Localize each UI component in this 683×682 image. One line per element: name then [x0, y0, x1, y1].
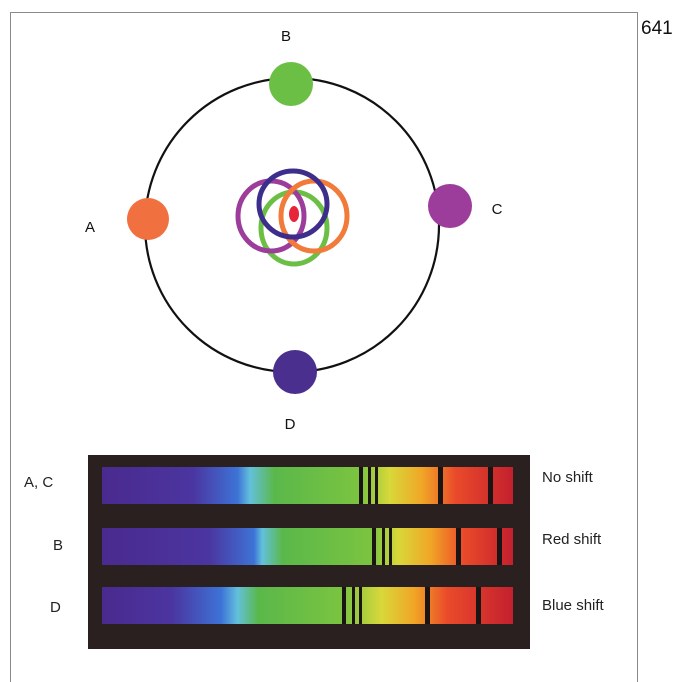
absorption-line	[368, 467, 371, 504]
absorption-line	[359, 467, 363, 504]
shift-label-none: No shift	[542, 469, 593, 486]
absorption-line	[359, 587, 362, 624]
shift-label-red: Red shift	[542, 531, 602, 548]
page-number: 641	[641, 18, 673, 39]
spectrum-blue-shift	[102, 587, 513, 624]
planet-d	[273, 350, 317, 394]
planet-c	[428, 184, 472, 228]
label-b: B	[281, 28, 291, 45]
spectrum-no-shift	[102, 467, 513, 504]
absorption-line	[476, 587, 481, 624]
wobble-loop-violet	[256, 168, 330, 240]
spectrum-row-label-d: D	[50, 599, 61, 616]
figure-frame	[10, 12, 638, 682]
planet-a	[127, 198, 169, 240]
label-c: C	[492, 201, 503, 218]
absorption-line	[456, 528, 461, 565]
absorption-line	[342, 587, 346, 624]
absorption-line	[497, 528, 502, 565]
spectra-panel	[88, 455, 530, 649]
absorption-line	[382, 528, 385, 565]
spectrum-row-label-b: B	[53, 537, 64, 554]
label-a: A	[85, 219, 95, 236]
absorption-line	[372, 528, 376, 565]
absorption-line	[389, 528, 392, 565]
absorption-line	[438, 467, 443, 504]
spectrum-red-shift	[102, 528, 513, 565]
absorption-line	[425, 587, 430, 624]
absorption-line	[352, 587, 355, 624]
star-wobble-loops	[235, 168, 350, 267]
planet-b	[269, 62, 313, 106]
absorption-line	[488, 467, 493, 504]
star-center	[289, 206, 299, 222]
spectrum-row-label-ac: A, C	[24, 474, 54, 491]
absorption-line	[375, 467, 378, 504]
orbit-circle	[143, 76, 441, 374]
orbit-diagram: A B C D	[85, 28, 503, 433]
label-d: D	[285, 416, 296, 433]
shift-label-blue: Blue shift	[542, 597, 604, 614]
